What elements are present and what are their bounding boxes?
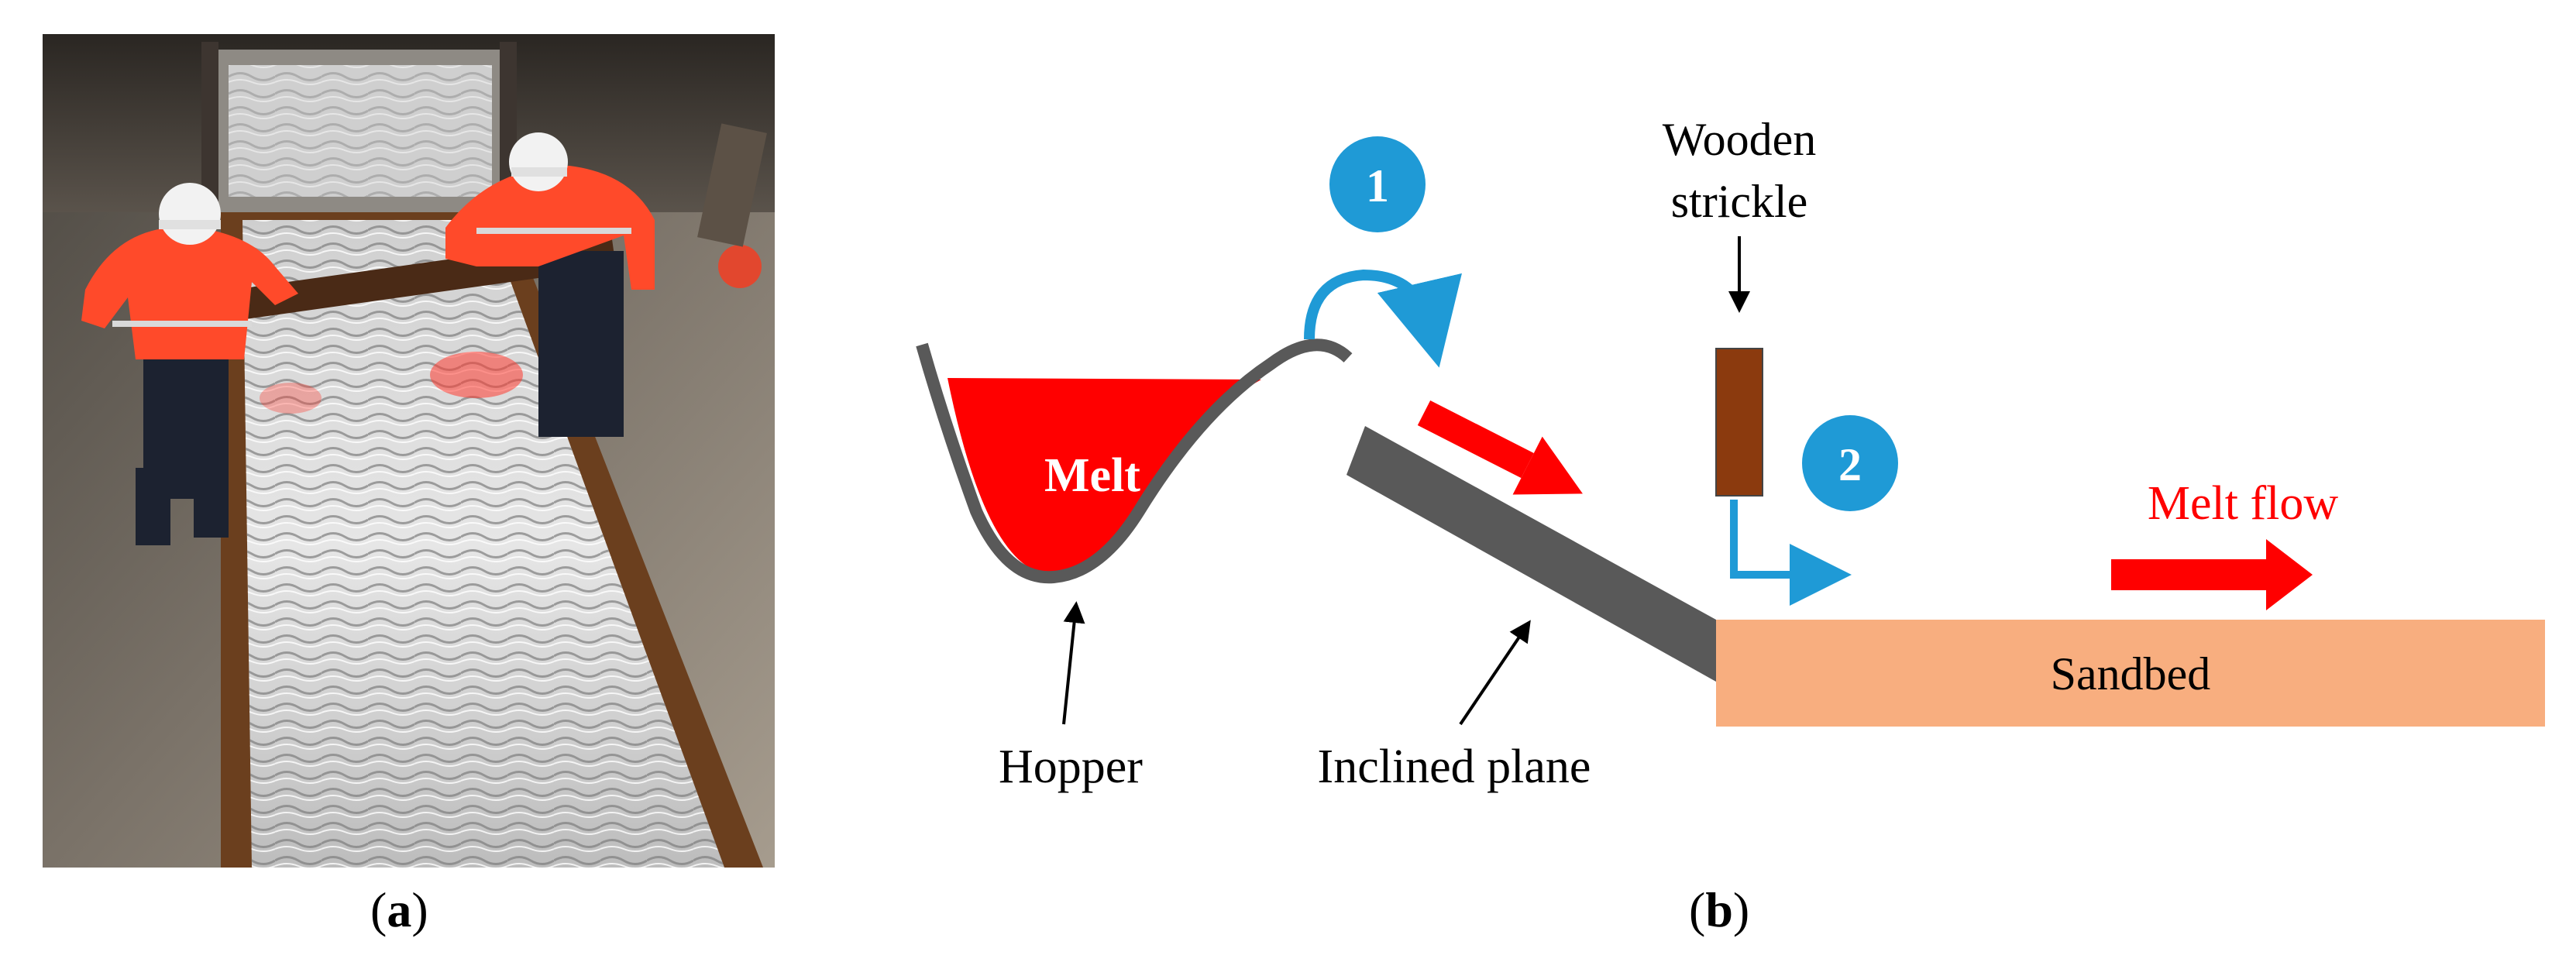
- worker-left: [81, 183, 298, 545]
- step-1-arrow: [1304, 269, 1462, 368]
- sandbed-label: Sandbed: [2051, 648, 2211, 699]
- melt-flow-label: Melt flow: [2148, 477, 2338, 530]
- inclined-plane-pointer: [1459, 620, 1531, 726]
- casting-line-photo: [43, 34, 775, 868]
- melt-flow-arrow: [2111, 539, 2313, 610]
- strickle-label-line2: strickle: [1671, 176, 1808, 227]
- step-2-arrow: [1730, 500, 1852, 606]
- inclined-plane-label: Inclined plane: [1318, 740, 1591, 793]
- caption-b: (b): [1689, 882, 1750, 937]
- hopper-label: Hopper: [999, 740, 1143, 793]
- step-2-badge: [1802, 415, 1898, 511]
- wooden-strickle: [1715, 348, 1763, 497]
- strickle-label-line1: Wooden: [1663, 114, 1816, 165]
- casting-schematic: Sandbed Melt 1 Wooden strickle: [868, 77, 2557, 844]
- hopper-pointer: [1062, 601, 1085, 725]
- caption-a: (a): [370, 882, 428, 937]
- melt-flow-arrow-incline: [1417, 400, 1583, 495]
- step-1-badge: [1329, 136, 1426, 232]
- melt: [948, 378, 1261, 575]
- step-1-number: 1: [1366, 160, 1389, 211]
- inclined-plane: [1346, 426, 1716, 682]
- sandbed: [1716, 620, 2545, 727]
- step-2-number: 2: [1838, 439, 1862, 490]
- hopper: [916, 338, 1353, 584]
- melt-label: Melt: [1044, 449, 1140, 502]
- worker-right: [445, 132, 655, 437]
